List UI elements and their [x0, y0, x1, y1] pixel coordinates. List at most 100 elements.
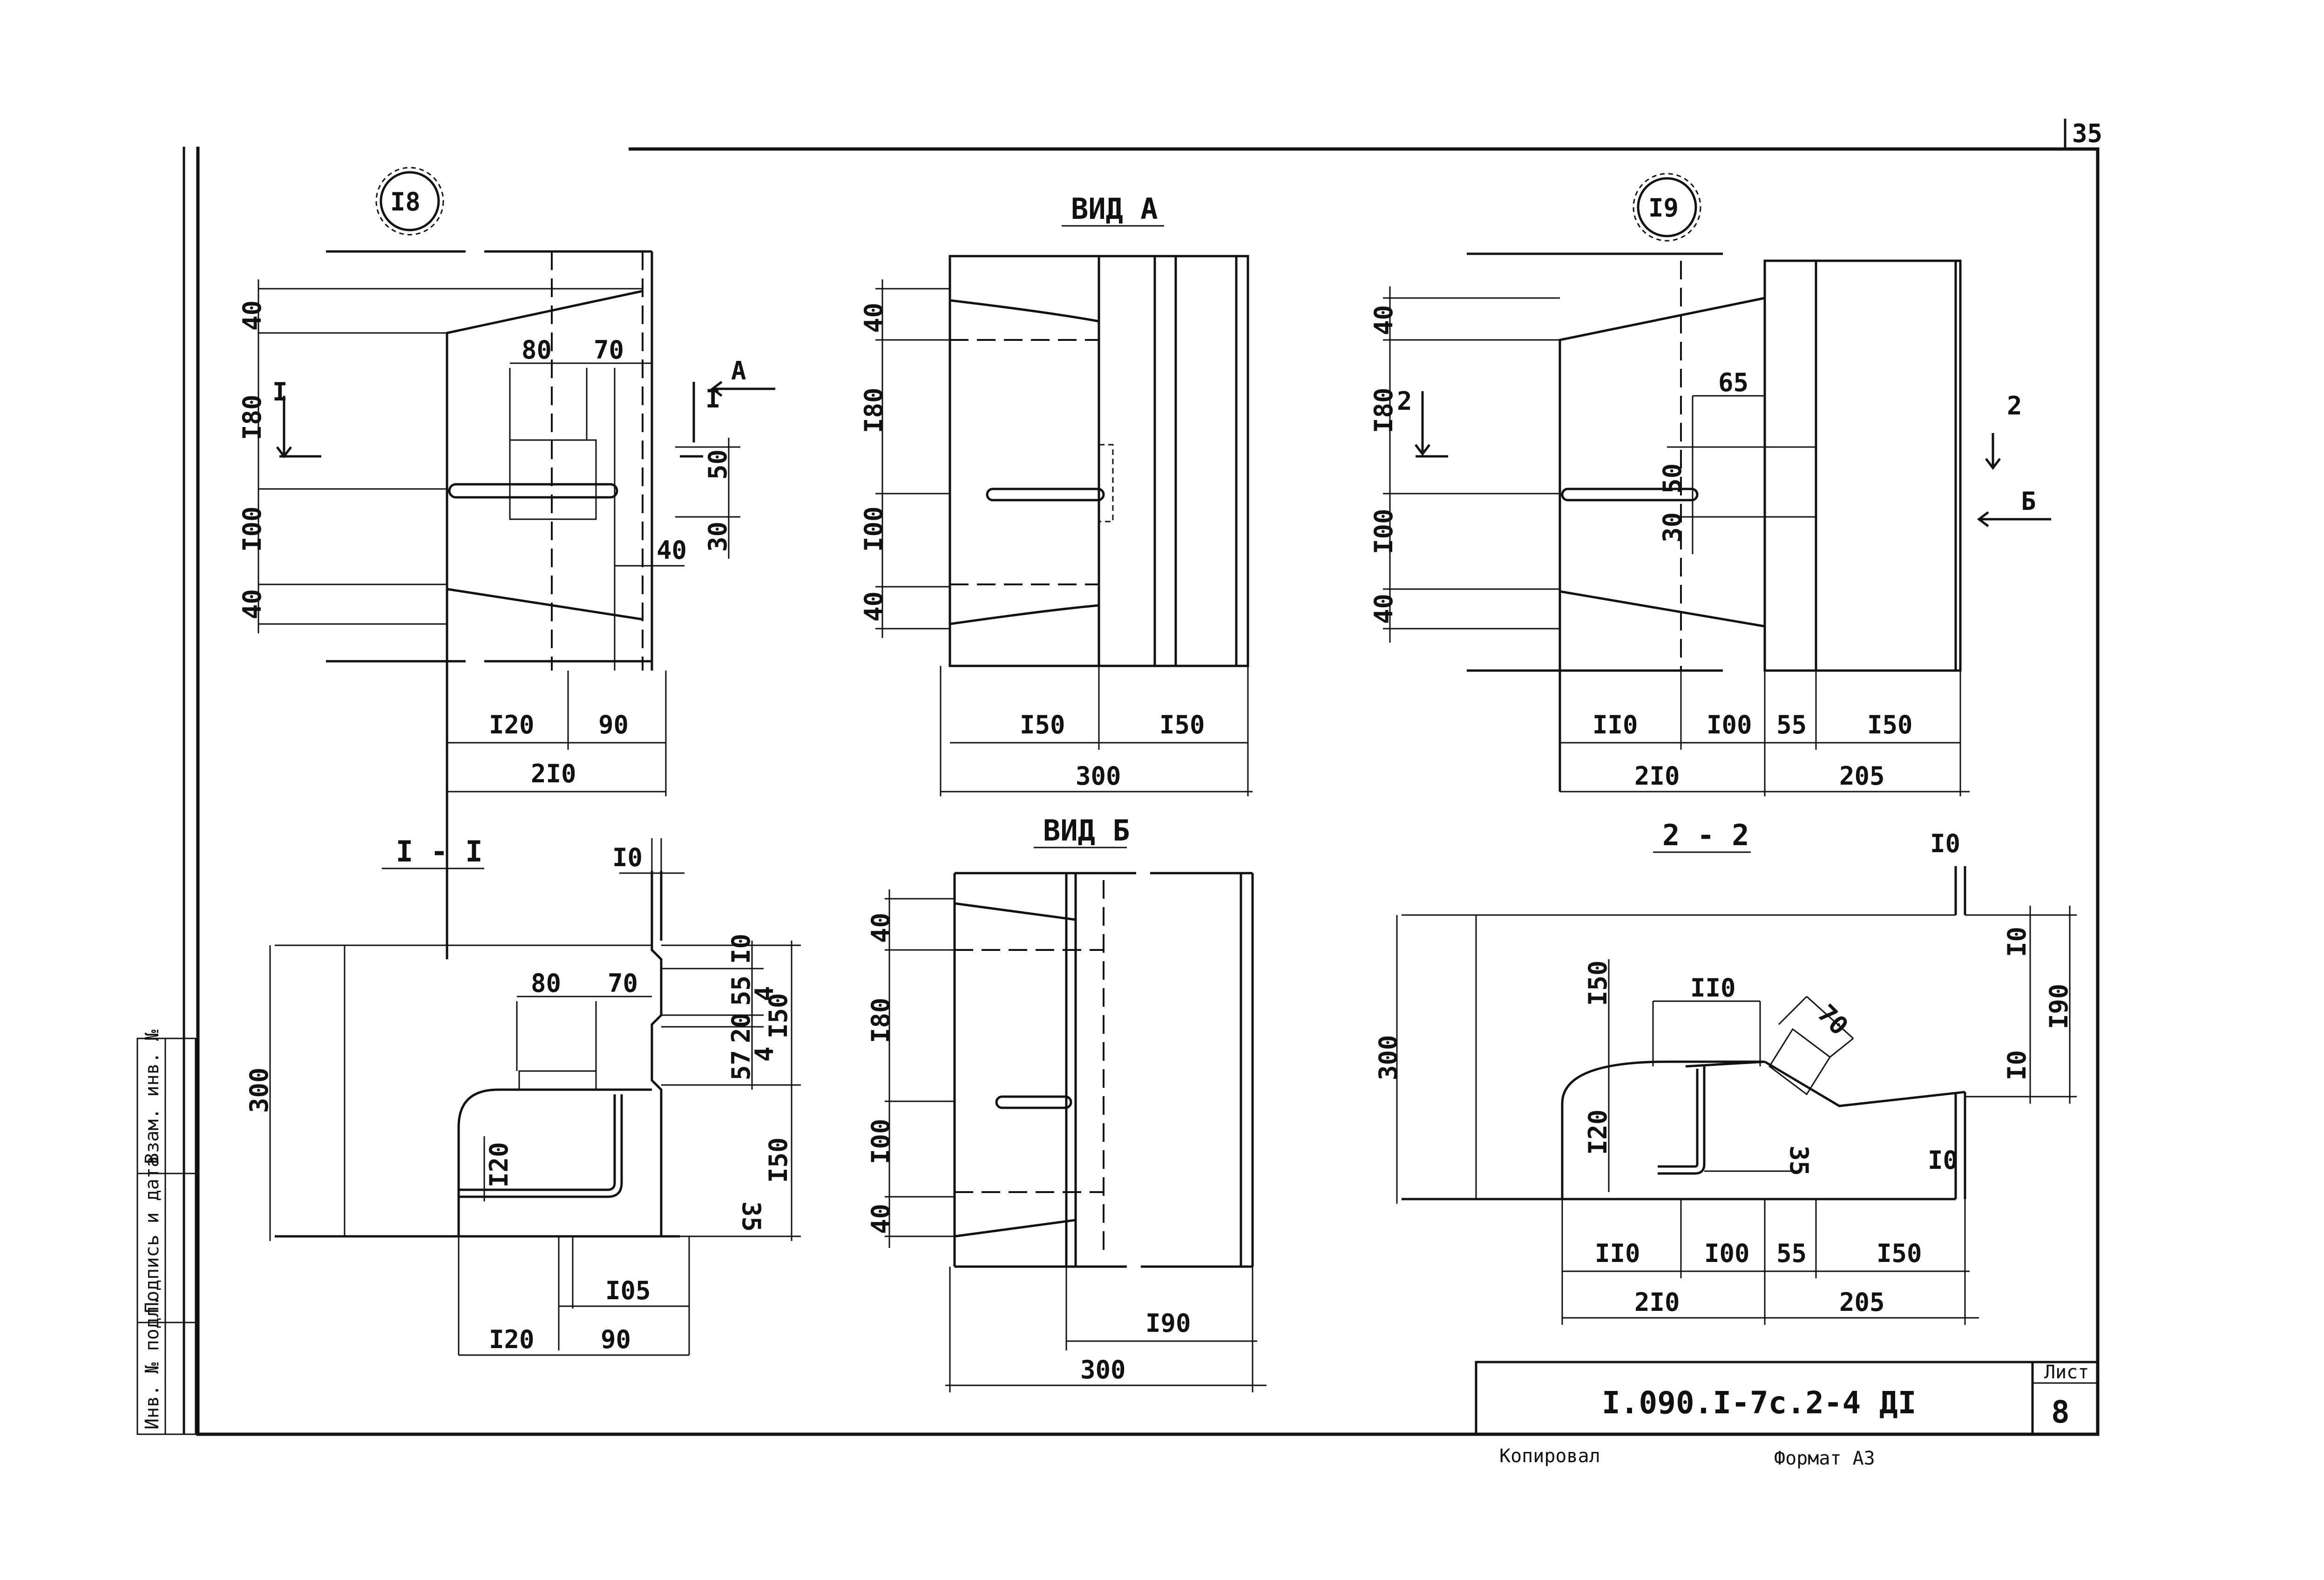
d19-cut-label-right: 2	[2007, 391, 2022, 420]
d18-dim-40b: 40	[237, 589, 267, 619]
d18-view-arrow: А	[731, 356, 746, 386]
view-a-dim-40b: 40	[859, 591, 888, 622]
view-a-dim-180: I80	[859, 387, 888, 433]
d19-dim-100: I00	[1369, 509, 1398, 554]
section-1-1-title: I - I	[396, 834, 483, 868]
view-a-dim-300: 300	[1076, 761, 1121, 791]
d19-dim-65: 65	[1718, 368, 1748, 397]
side-stamp: Взам. инв. № Подпись и дата Инв. № подл.	[136, 1030, 196, 1435]
d19-dim-55: 55	[1776, 710, 1807, 739]
s22-dim-70: 70	[1812, 999, 1854, 1041]
list-label: Лист	[2044, 1362, 2089, 1383]
s22-dim-150: I50	[1877, 1239, 1922, 1268]
s22-dim-190: I90	[2044, 983, 2073, 1029]
d19-dim-30: 30	[1658, 512, 1687, 542]
s11-dim-300: 300	[244, 1067, 274, 1113]
s11-dim-4b: 4	[750, 1046, 779, 1062]
d19-cut-label: 2	[1397, 387, 1412, 416]
title-block: I.090.I-7c.2-4 ДI Лист 8 Копировал Форма…	[1475, 1361, 2099, 1469]
s22-dim-110t: II0	[1690, 973, 1736, 1003]
s22-dim-10c: I0	[1928, 1146, 1958, 1175]
s11-dim-150a: I50	[764, 993, 793, 1038]
s11-dim-57: 57	[726, 1050, 756, 1080]
detail-19-marker: I9	[1648, 193, 1679, 223]
s22-dim-110: II0	[1595, 1239, 1640, 1268]
view-b-dim-100: I00	[866, 1119, 895, 1164]
page-number: 35	[2072, 119, 2102, 148]
s11-dim-120: I20	[489, 1325, 535, 1354]
d19-dim-180: I80	[1369, 387, 1398, 433]
view-a-dim-40a: 40	[859, 303, 888, 333]
view-a-title: ВИД А	[1071, 192, 1158, 226]
detail-18-marker: I8	[390, 187, 420, 217]
d18-dim-180: I80	[237, 394, 267, 440]
d18-dim-80: 80	[522, 335, 552, 365]
s22-dim-300: 300	[1374, 1035, 1403, 1080]
s11-dim-90: 90	[601, 1325, 631, 1354]
d19-dim-110: II0	[1592, 710, 1638, 739]
d19-dim-205: 205	[1839, 761, 1885, 791]
side-sign-date: Подпись и дата	[142, 1156, 163, 1313]
s11-dim-70: 70	[608, 969, 638, 998]
s22-dim-10top: I0	[1930, 829, 1960, 858]
s22-dim-205: 205	[1839, 1288, 1885, 1317]
drawing-code: I.090.I-7c.2-4 ДI	[1602, 1385, 1917, 1421]
d19-dim-40b: 40	[1369, 594, 1398, 624]
section-2-2: 2 - 2 70 II0 I50 I20 35 300 I0 I9	[1374, 818, 2077, 1325]
view-b-dim-190: I90	[1145, 1309, 1191, 1338]
d19-view-arrow: Б	[2021, 487, 2036, 516]
d18-dim-30: 30	[703, 522, 732, 552]
d18-dim-90: 90	[598, 710, 629, 739]
s11-dim-4a: 4	[750, 986, 779, 1001]
view-b: ВИД Б 40 I80 I00 40 I90 300	[866, 814, 1267, 1392]
view-b-dim-40b: 40	[866, 1204, 895, 1234]
view-a-dim-100: I00	[859, 506, 888, 552]
view-b-dim-40a: 40	[866, 913, 895, 943]
side-inv-repl: Взам. инв. №	[142, 1030, 163, 1164]
d19-dim-40a: 40	[1369, 305, 1398, 335]
d19-dim-150: I50	[1867, 710, 1913, 739]
format-label: Формат А3	[1774, 1448, 1875, 1469]
s22-dim-150v: I50	[1583, 960, 1613, 1006]
view-b-dim-300: 300	[1080, 1355, 1126, 1384]
s22-dim-210: 2I0	[1634, 1288, 1680, 1317]
s22-dim-55: 55	[1776, 1239, 1807, 1268]
d18-dim-100: I00	[237, 506, 267, 552]
s22-dim-10a: I0	[2002, 927, 2032, 957]
s11-dim-10top: I0	[612, 843, 643, 872]
s22-dim-10b: I0	[2002, 1050, 2032, 1080]
s11-dim-20: 20	[726, 1013, 756, 1043]
view-b-dim-180: I80	[866, 997, 895, 1043]
d18-dim-210: 2I0	[531, 759, 576, 788]
d19-dim-100b: I00	[1707, 710, 1752, 739]
copied-label: Копировал	[1499, 1445, 1600, 1467]
s22-dim-100: I00	[1704, 1239, 1750, 1268]
side-inv-orig: Инв. № подл.	[142, 1295, 163, 1430]
d18-dim-40a: 40	[237, 300, 267, 331]
view-b-title: ВИД Б	[1043, 814, 1130, 848]
d19-dim-210: 2I0	[1634, 761, 1680, 791]
d19-dim-50: 50	[1658, 463, 1687, 494]
d18-dim-70: 70	[594, 335, 624, 365]
view-a: ВИД А 40 I80 I00 40 I50 I50 300	[859, 192, 1253, 796]
s11-dim-105: I05	[605, 1276, 651, 1305]
detail-18: I8 40 I80 I00 40 80 70 50 30 40	[237, 167, 775, 959]
view-a-dim-150b: I50	[1159, 710, 1205, 739]
s11-dim-10: I0	[726, 934, 756, 964]
s11-dim-150b: I50	[764, 1137, 793, 1183]
view-a-dim-150a: I50	[1020, 710, 1065, 739]
list-value: 8	[2051, 1394, 2070, 1430]
s11-dim-35: 35	[737, 1201, 766, 1232]
s11-dim-55: 55	[726, 976, 756, 1006]
d18-cut-label: I	[272, 377, 288, 407]
detail-19: I9 65 50 30 40 I80 I00 40 2 2	[1369, 173, 2051, 796]
s11-dim-80: 80	[531, 969, 561, 998]
d18-dim-50: 50	[703, 449, 732, 480]
section-2-2-title: 2 - 2	[1662, 818, 1749, 852]
section-1-1: I - I 80 70 I0 55 4 20 57 4 I50 I50 35	[244, 834, 801, 1356]
s22-dim-35: 35	[1784, 1146, 1814, 1176]
d18-dim-40c: 40	[657, 536, 687, 565]
d18-dim-120: I20	[489, 710, 535, 739]
s11-dim-120v: I20	[484, 1142, 514, 1187]
